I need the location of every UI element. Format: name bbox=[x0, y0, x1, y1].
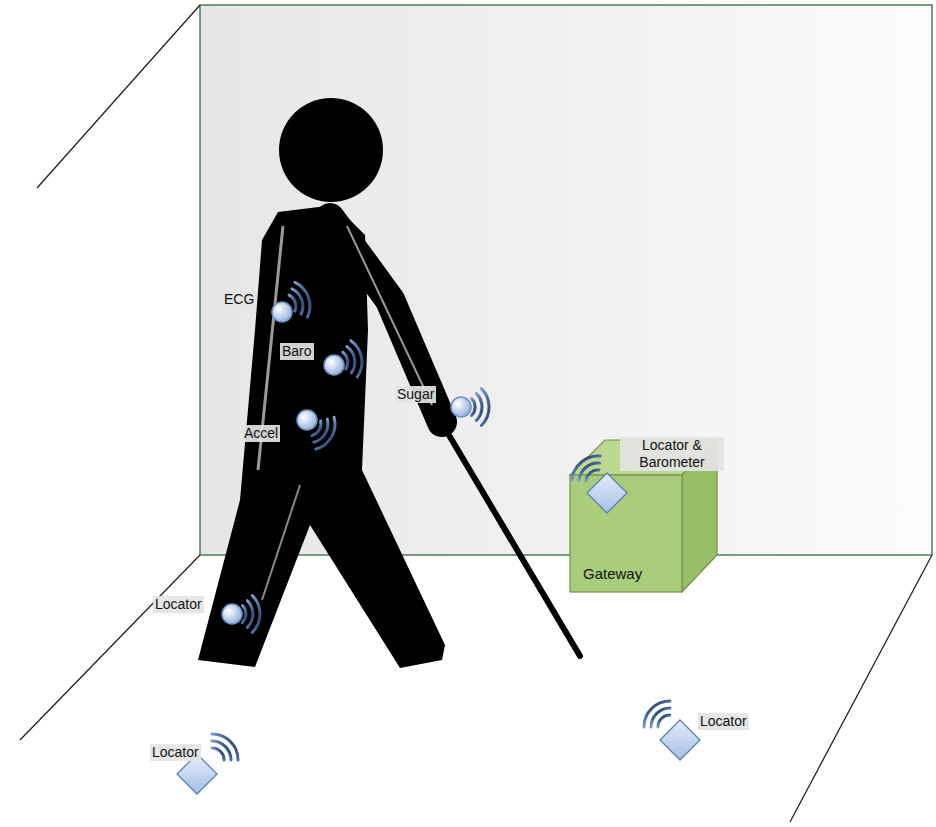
signal-wave bbox=[243, 596, 261, 633]
floor-edge bbox=[790, 555, 932, 822]
sensor-label: Accel bbox=[242, 425, 280, 442]
locator-node: Locator bbox=[177, 754, 217, 794]
signal-wave bbox=[567, 450, 606, 487]
signal-wave bbox=[341, 339, 365, 378]
sensor-circle bbox=[324, 355, 344, 375]
signal-wave bbox=[307, 412, 341, 453]
sensor-circle bbox=[222, 604, 242, 624]
arm bbox=[330, 218, 442, 422]
sensor-circle bbox=[450, 396, 472, 418]
sensor-node: Accel bbox=[296, 409, 318, 431]
sensor-label: Sugar bbox=[395, 386, 436, 403]
locator-node: Locator bbox=[660, 720, 700, 760]
sensor-label: Baro bbox=[280, 343, 314, 360]
sensor-label: Locator bbox=[150, 744, 201, 761]
locator-diamond bbox=[660, 720, 700, 760]
sensor-node: Sugar bbox=[450, 396, 472, 418]
ceiling-edge bbox=[37, 5, 200, 188]
sensor-circle bbox=[323, 354, 345, 376]
locator-diamond bbox=[587, 473, 627, 513]
sensor-node: ECG bbox=[271, 301, 293, 323]
locator-diamond bbox=[587, 473, 627, 513]
sensor-node: Baro bbox=[323, 354, 345, 376]
sensor-label: ECG bbox=[222, 291, 256, 308]
person-silhouette bbox=[198, 98, 580, 668]
node-title: Gateway bbox=[583, 565, 642, 582]
sensor-circle bbox=[271, 301, 293, 323]
head bbox=[279, 98, 383, 202]
signal-wave bbox=[472, 389, 490, 426]
signal-wave bbox=[205, 729, 243, 767]
sensor-label: Locator bbox=[698, 713, 749, 730]
locator-diamond bbox=[660, 720, 700, 760]
sensor-circle bbox=[297, 410, 317, 430]
sensor-circle bbox=[272, 302, 292, 322]
cane bbox=[440, 420, 580, 656]
signal-wave bbox=[286, 280, 315, 321]
sensor-circle bbox=[296, 409, 318, 431]
sensor-circle bbox=[221, 603, 243, 625]
highlight bbox=[262, 485, 300, 600]
body bbox=[198, 205, 445, 668]
highlight bbox=[347, 226, 432, 405]
sensor-label: Locator bbox=[153, 596, 204, 613]
sensor-circle bbox=[451, 397, 471, 417]
sensor-label: Locator & Barometer bbox=[620, 437, 724, 471]
signal-wave bbox=[639, 696, 677, 734]
sensor-node: Locator bbox=[221, 603, 243, 625]
gateway-node: Gateway Locator & Barometer bbox=[570, 475, 682, 592]
locator-node: Locator & Barometer bbox=[587, 473, 627, 513]
floor-edge bbox=[20, 555, 200, 740]
